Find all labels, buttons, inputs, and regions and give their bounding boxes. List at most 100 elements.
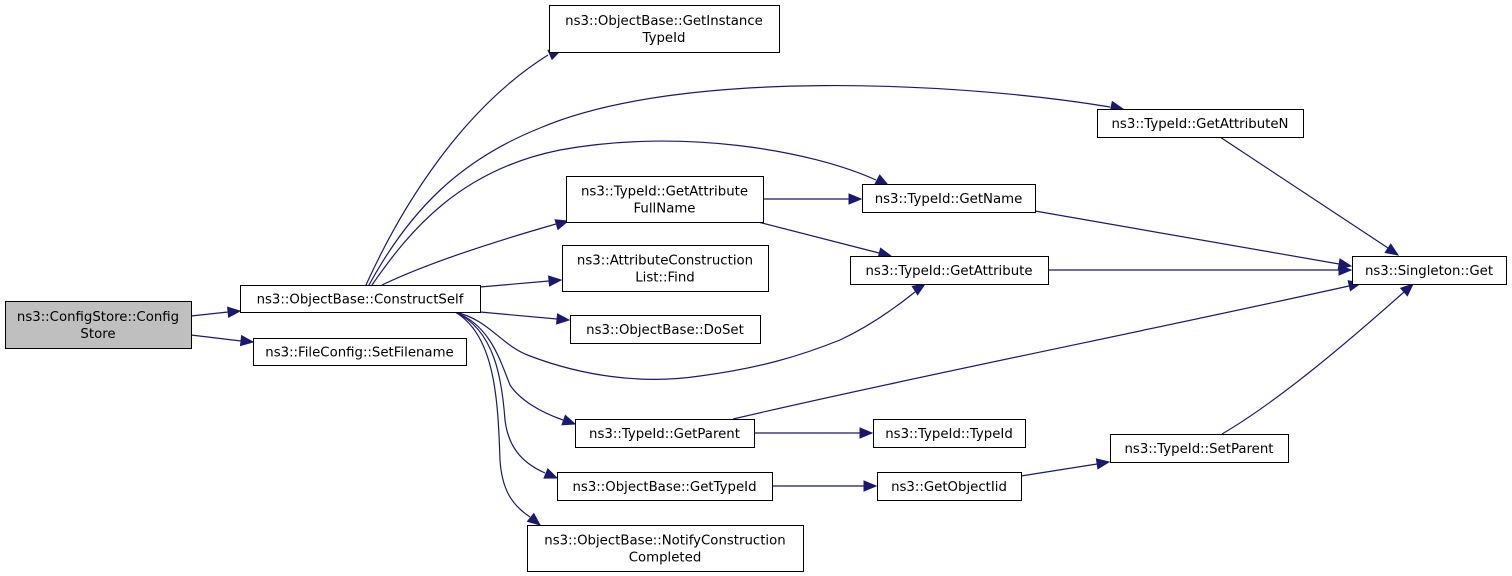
edge-constructself-to-doset: [479, 311, 571, 325]
node-label: ns3::ObjectBase::GetInstance: [565, 14, 763, 29]
node-setparent[interactable]: ns3::TypeId::SetParent: [1110, 434, 1289, 463]
edge-constructself-to-getparent: [454, 311, 577, 426]
edge-getobjectiid-to-setparent: [1020, 458, 1111, 477]
edge-configstore-to-setfilename: [190, 334, 255, 347]
edge-constructself-to-notifyconstructioncompleted: [454, 311, 542, 526]
edge-getparent-to-singletonget: [732, 280, 1363, 420]
node-box[interactable]: [850, 256, 1049, 285]
node-gettypeid[interactable]: ns3::ObjectBase::GetTypeId: [557, 472, 773, 501]
node-label: Completed: [629, 551, 702, 566]
edge-setparent-to-singletonget: [1221, 283, 1414, 435]
edge-line: [1221, 291, 1405, 435]
node-box[interactable]: [562, 245, 769, 292]
node-box[interactable]: [527, 525, 804, 572]
arrowhead-icon: [859, 427, 874, 439]
node-getattribute[interactable]: ns3::TypeId::GetAttribute: [850, 256, 1049, 285]
arrowhead-icon: [239, 334, 255, 347]
arrowhead-icon: [554, 219, 570, 231]
edge-getattributefullname-to-getname: [763, 193, 863, 205]
edge-line: [454, 311, 531, 518]
edges-layer: [190, 49, 1414, 526]
node-label: ns3::TypeId::GetAttribute: [581, 185, 748, 200]
edge-line: [1034, 210, 1340, 265]
node-setfilename[interactable]: ns3::FileConfig::SetFilename: [253, 338, 467, 366]
node-getattributen[interactable]: ns3::TypeId::GetAttributeN: [1097, 109, 1304, 138]
node-box[interactable]: [862, 184, 1036, 213]
node-box[interactable]: [873, 419, 1026, 448]
node-box[interactable]: [566, 176, 764, 223]
node-label: FullName: [634, 202, 696, 217]
node-constructself[interactable]: ns3::ObjectBase::ConstructSelf: [240, 285, 481, 313]
node-label: ns3::GetObjectIid: [891, 480, 1007, 495]
edge-line: [365, 54, 549, 286]
node-box[interactable]: [549, 5, 780, 53]
node-getparent[interactable]: ns3::TypeId::GetParent: [575, 419, 755, 448]
node-getname[interactable]: ns3::TypeId::GetName: [862, 184, 1036, 213]
edge-line: [368, 84, 1111, 286]
arrowhead-icon: [1399, 283, 1414, 297]
edge-constructself-to-getattributefullname: [381, 219, 570, 286]
edge-line: [454, 311, 546, 474]
arrowhead-icon: [556, 313, 571, 325]
node-label: ns3::TypeId::SetParent: [1124, 442, 1273, 457]
node-box[interactable]: [5, 301, 192, 349]
node-box[interactable]: [1097, 109, 1304, 138]
arrowhead-icon: [1095, 458, 1111, 470]
edge-line: [479, 280, 550, 288]
arrowhead-icon: [1338, 264, 1353, 276]
node-label: ns3::AttributeConstruction: [577, 254, 753, 269]
arrowhead-icon: [543, 468, 559, 479]
edge-line: [454, 311, 564, 421]
edge-line: [190, 311, 229, 317]
node-box[interactable]: [575, 419, 755, 448]
edge-line: [479, 311, 558, 320]
arrowhead-icon: [911, 283, 927, 296]
arrowhead-icon: [227, 306, 242, 318]
edge-getattribute-to-singletonget: [1048, 264, 1353, 276]
node-label: ns3::ObjectBase::GetTypeId: [572, 480, 756, 495]
edge-constructself-to-getattribute: [454, 283, 927, 380]
node-box[interactable]: [877, 472, 1022, 501]
edge-getattributen-to-singletonget: [1219, 136, 1400, 256]
edge-getname-to-singletonget: [1034, 210, 1353, 270]
arrowhead-icon: [863, 480, 878, 492]
node-label: TypeId: [642, 31, 686, 46]
arrowhead-icon: [848, 193, 863, 205]
node-typeidctor[interactable]: ns3::TypeId::TypeId: [873, 419, 1026, 448]
node-singletonget[interactable]: ns3::Singleton::Get: [1352, 256, 1507, 285]
node-label: ns3::ObjectBase::DoSet: [586, 323, 744, 338]
node-label: ns3::TypeId::TypeId: [885, 427, 1013, 442]
node-label: ns3::TypeId::GetParent: [589, 427, 740, 442]
node-box[interactable]: [570, 315, 761, 344]
node-box[interactable]: [1352, 256, 1507, 285]
node-label: ns3::TypeId::GetAttributeN: [1112, 117, 1289, 132]
arrowhead-icon: [526, 512, 542, 526]
node-box[interactable]: [240, 285, 481, 313]
node-box[interactable]: [253, 338, 467, 366]
edge-gettypeid-to-getobjectiid: [772, 480, 878, 492]
node-label: ns3::FileConfig::SetFilename: [265, 346, 453, 361]
node-label: ns3::TypeId::GetName: [875, 192, 1023, 207]
node-label: ns3::ObjectBase::NotifyConstruction: [544, 534, 785, 549]
node-notifyconstructioncompleted[interactable]: ns3::ObjectBase::NotifyConstructionCompl…: [527, 525, 804, 572]
arrowhead-icon: [874, 174, 890, 186]
node-label: ns3::TypeId::GetAttribute: [865, 264, 1032, 279]
node-getobjectiid[interactable]: ns3::GetObjectIid: [877, 472, 1022, 501]
arrowhead-icon: [1384, 243, 1400, 256]
node-box[interactable]: [557, 472, 773, 501]
node-doset[interactable]: ns3::ObjectBase::DoSet: [570, 315, 761, 344]
node-box[interactable]: [1110, 434, 1289, 463]
edge-line: [454, 291, 916, 380]
edge-getparent-to-typeidctor: [754, 427, 874, 439]
node-label: List::Find: [635, 271, 694, 286]
edge-line: [1219, 136, 1389, 249]
node-configstore[interactable]: ns3::ConfigStore::ConfigStore: [5, 301, 192, 349]
node-label: Store: [80, 327, 115, 342]
edge-line: [1020, 463, 1098, 477]
edge-configstore-to-constructself: [190, 306, 242, 318]
edge-getattributefullname-to-getattribute: [757, 221, 893, 259]
edge-constructself-to-gettypeid: [454, 311, 559, 479]
